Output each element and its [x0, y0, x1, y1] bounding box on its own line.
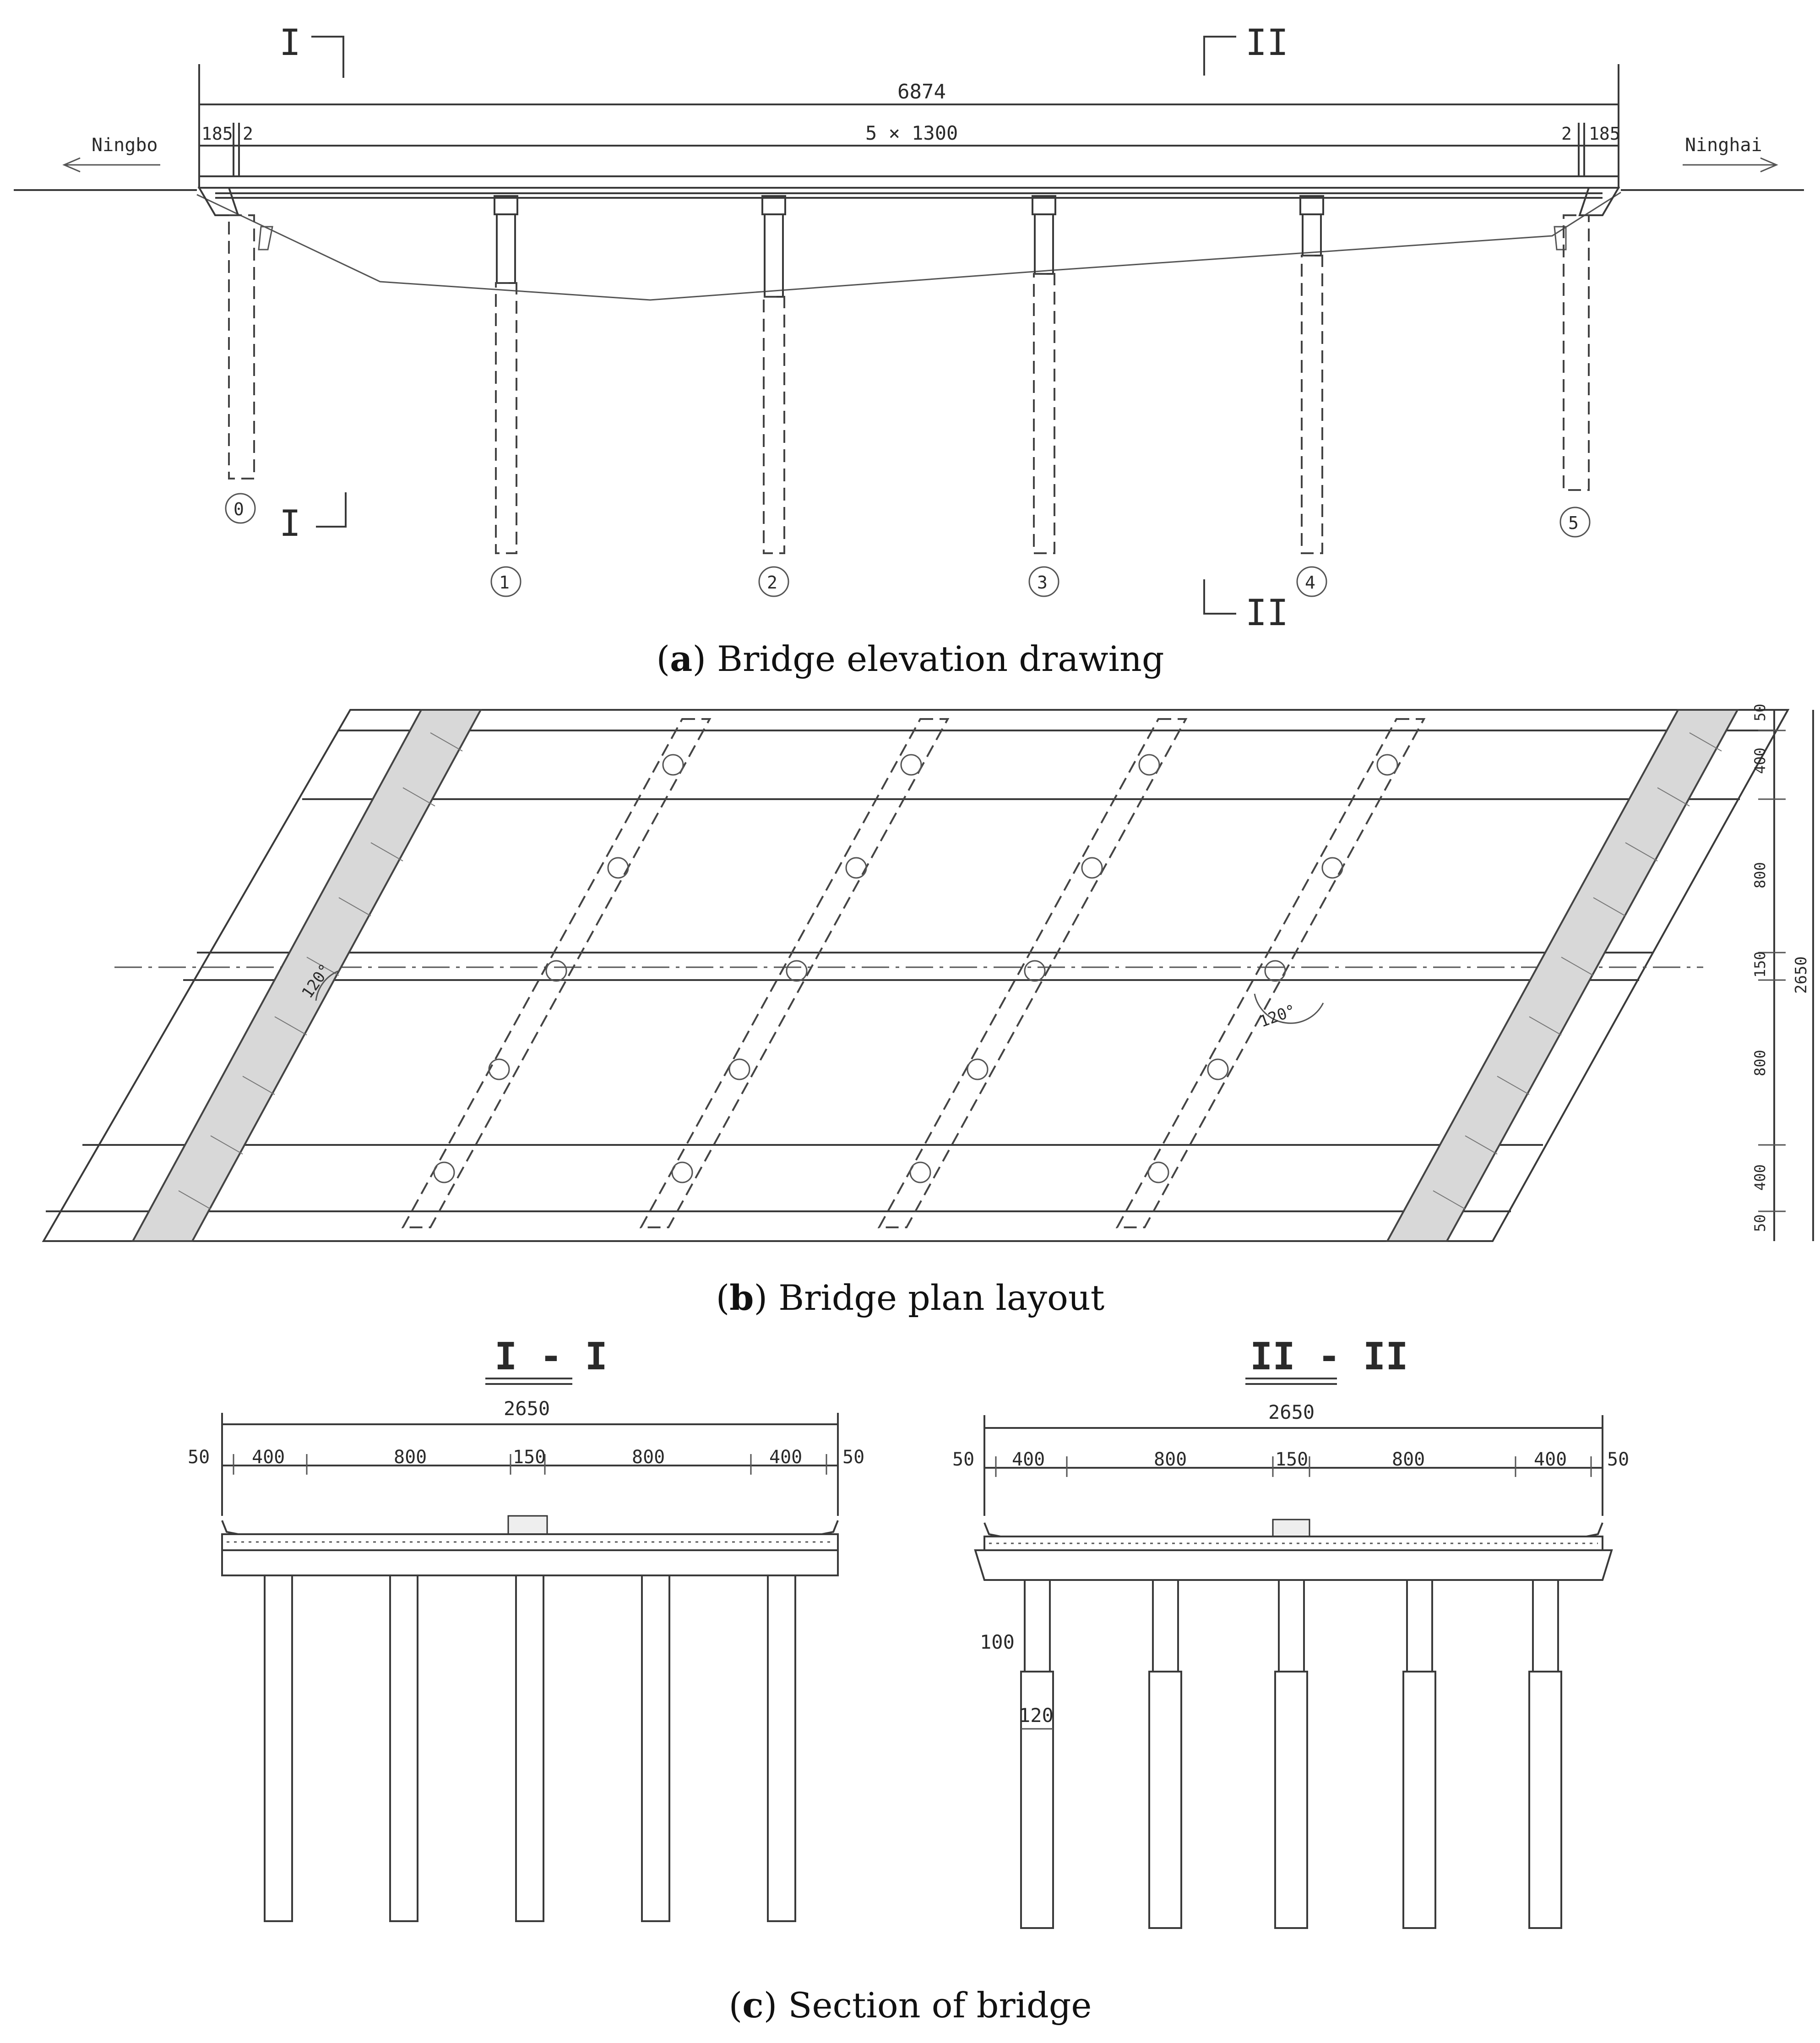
- pier-column: [1528, 1579, 1562, 1929]
- dimension-label: 2650: [1268, 1401, 1315, 1423]
- section-mark-label: II: [1245, 593, 1288, 634]
- dimension-label: 150: [513, 1447, 546, 1468]
- dimension-label: 50: [1751, 1214, 1769, 1232]
- caption-text: Section of bridge: [788, 1985, 1092, 2026]
- dimension-label: 800: [632, 1447, 665, 1468]
- caption-b: (b) Bridge plan layout: [716, 1277, 1105, 1318]
- panel-b-plan: 120° 120° 50 400 800 150 800 400 50 2650…: [42, 703, 1814, 1318]
- dimension-label: 50: [188, 1447, 210, 1468]
- direction-label: Ninghai: [1685, 135, 1762, 156]
- pier-column: [1274, 1579, 1308, 1929]
- dimension-label: 800: [1154, 1449, 1187, 1470]
- dimension-label: 50: [842, 1447, 864, 1468]
- dimension-label: 400: [1012, 1449, 1045, 1470]
- pier-column: [1402, 1579, 1436, 1929]
- caption-text: Bridge elevation drawing: [717, 638, 1164, 679]
- pier-2-elevation: 2: [758, 195, 789, 597]
- pier-1-elevation: 1: [490, 195, 522, 597]
- pier-number: 3: [1037, 572, 1048, 593]
- dimension-label: 50: [952, 1449, 974, 1470]
- caption-letter: c: [742, 1985, 763, 2026]
- section-title: I - I: [494, 1335, 608, 1378]
- pier-cap-3-plan: [877, 718, 1188, 1228]
- dimension-label: 50: [1751, 703, 1769, 721]
- dimension-label: 800: [1751, 1050, 1769, 1076]
- dimension-label: 100: [980, 1631, 1015, 1653]
- section-mark-ii-top: II: [1203, 22, 1288, 76]
- section-mark-ii-bottom: II: [1203, 579, 1288, 634]
- caption-letter: b: [729, 1277, 754, 1318]
- direction-label: Ningbo: [92, 135, 158, 156]
- dimension-label: 6874: [897, 80, 946, 104]
- pier-number: 4: [1305, 572, 1315, 593]
- pier-number: 0: [234, 499, 244, 519]
- panel-c-sections: I - I 2650 50 400 800 150 800 400 50: [188, 1335, 1629, 2026]
- pier-0-elevation: 0: [225, 214, 256, 524]
- pier-column: [641, 1574, 670, 1922]
- abutment-left-plan: [131, 709, 483, 1242]
- section-mark-label: I: [279, 22, 301, 64]
- section-i-i: I - I 2650 50 400 800 150 800 400 50: [188, 1335, 864, 1922]
- pier-column: [515, 1574, 544, 1922]
- caption-a: (a) Bridge elevation drawing: [656, 638, 1164, 679]
- dimension-label: 2650: [504, 1397, 550, 1420]
- panel-a-elevation: I I II II 6874 185: [14, 22, 1804, 679]
- deck-outline-plan: [42, 709, 1790, 1242]
- abutment-right-plan: [1385, 709, 1739, 1242]
- dimension-label: 800: [394, 1447, 427, 1468]
- angle-label: 120°: [1257, 1001, 1298, 1031]
- pier-3-elevation: 3: [1028, 195, 1059, 597]
- pier-cap-1-plan: [401, 718, 712, 1228]
- pier-cap-4-plan: [1115, 718, 1426, 1228]
- direction-ninghai: Ninghai: [1683, 135, 1778, 173]
- dimension-label: 5 × 1300: [865, 122, 958, 144]
- dimension-label: 400: [1751, 1164, 1769, 1191]
- pier-column: [389, 1574, 418, 1922]
- pier-number: 1: [499, 572, 510, 593]
- dimension-label: 185: [201, 124, 233, 144]
- dimension-label: 800: [1751, 862, 1769, 888]
- pier-column: [767, 1574, 796, 1922]
- dimension-label: 50: [1607, 1449, 1629, 1470]
- dimension-label: 2: [243, 124, 253, 144]
- pier-number: 2: [767, 572, 777, 593]
- caption-text: Bridge plan layout: [778, 1277, 1104, 1318]
- section-mark-i-top: I: [279, 22, 344, 78]
- section-mark-label: I: [279, 503, 301, 545]
- dimension-label: 400: [1534, 1449, 1567, 1470]
- pier-column: [1020, 1579, 1054, 1929]
- dimension-label: 400: [1751, 747, 1769, 774]
- plan-width-dimensions: 50 400 800 150 800 400 50 2650: [1751, 703, 1814, 1241]
- ground-line: [14, 189, 1804, 301]
- dimension-total-length: 6874: [198, 64, 1619, 176]
- caption-letter: a: [670, 638, 692, 679]
- bridge-deck-elevation: [197, 175, 1620, 251]
- pier-column: [1148, 1579, 1182, 1929]
- pier-cap-2-plan: [639, 718, 950, 1228]
- dimension-spans: 185 2 5 × 1300 2 185: [199, 122, 1620, 176]
- pier-4-elevation: 4: [1296, 195, 1327, 597]
- section-mark-i-bottom: I: [279, 492, 347, 545]
- dimension-label: 400: [769, 1447, 802, 1468]
- dimension-label: 120: [1019, 1704, 1054, 1727]
- dimension-label: 2650: [1792, 956, 1810, 994]
- dimension-label: 150: [1275, 1449, 1308, 1470]
- dimension-label: 800: [1392, 1449, 1425, 1470]
- section-mark-label: II: [1245, 22, 1288, 64]
- dimension-label: 400: [252, 1447, 285, 1468]
- section-title: II - II: [1250, 1335, 1408, 1378]
- dimension-label: 150: [1751, 951, 1769, 978]
- direction-ningbo: Ningbo: [62, 135, 160, 173]
- section-ii-ii: II - II 2650 50 400 800 150 800 400 50: [952, 1335, 1629, 1929]
- dimension-label: 185: [1589, 124, 1620, 144]
- pier-5-elevation: 5: [1559, 214, 1591, 538]
- skew-angle-right: 120°: [1254, 993, 1324, 1031]
- dimension-label: 2: [1561, 124, 1572, 144]
- pier-number: 5: [1568, 513, 1579, 533]
- pier-column: [264, 1574, 293, 1922]
- caption-c: (c) Section of bridge: [729, 1985, 1092, 2026]
